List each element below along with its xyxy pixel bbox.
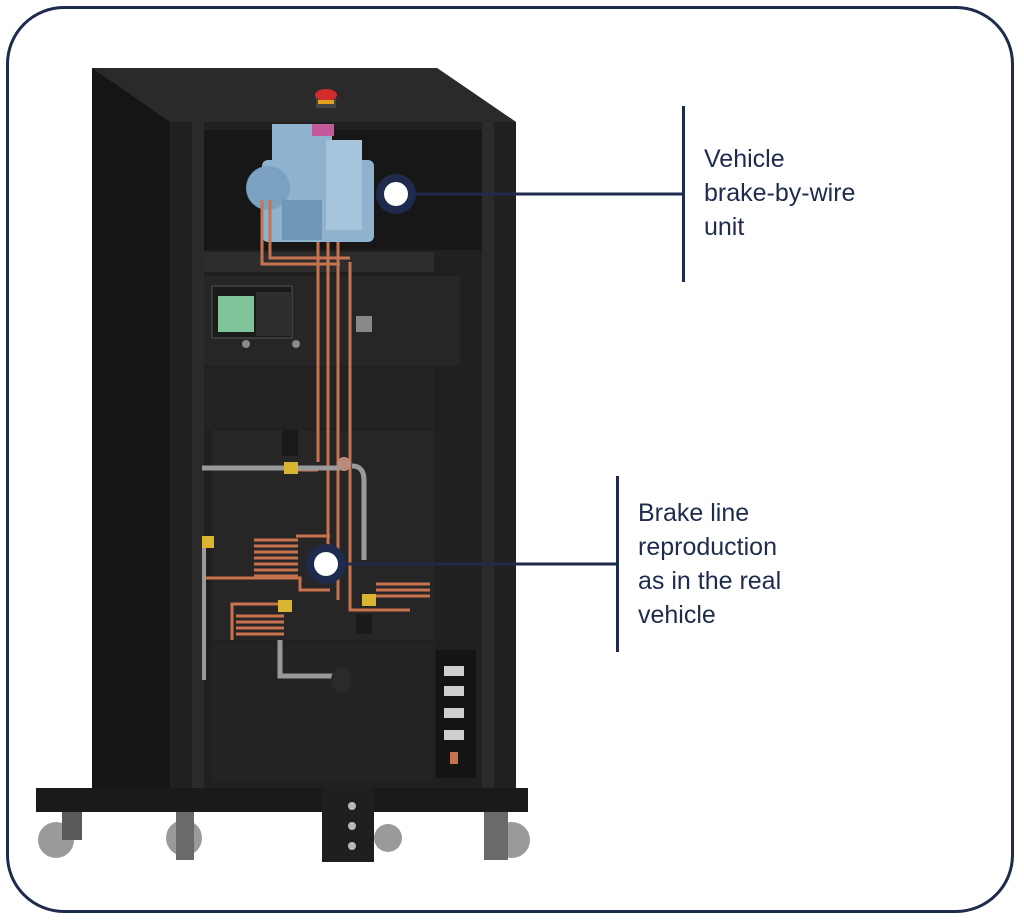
- base-frame: [36, 788, 528, 862]
- pipe-coils: [236, 538, 430, 636]
- callout-line: brake-by-wire: [704, 179, 856, 207]
- callout-marker-brake-line: [306, 544, 618, 584]
- callout-line: Brake line: [638, 499, 750, 527]
- callout-bar-brake-by-wire: [682, 106, 685, 282]
- callout-line: as in the real: [638, 567, 782, 595]
- callout-line: reproduction: [638, 533, 777, 561]
- callout-marker-brake-by-wire: [376, 174, 684, 214]
- emergency-stop-icon: [315, 89, 337, 108]
- fittings: [202, 430, 376, 692]
- brake-by-wire-unit: [246, 124, 374, 242]
- callout-label-brake-by-wire: Vehicle brake-by-wire unit: [704, 142, 855, 244]
- caster-wheels: [38, 812, 530, 860]
- connector-block: [211, 285, 372, 348]
- callout-line: Vehicle: [704, 145, 785, 173]
- side-connectors: [444, 666, 464, 764]
- callout-line: vehicle: [638, 601, 716, 629]
- callout-line: unit: [704, 213, 745, 241]
- callout-bar-brake-line: [616, 476, 619, 652]
- callout-label-brake-line: Brake line reproduction as in the real v…: [638, 496, 781, 632]
